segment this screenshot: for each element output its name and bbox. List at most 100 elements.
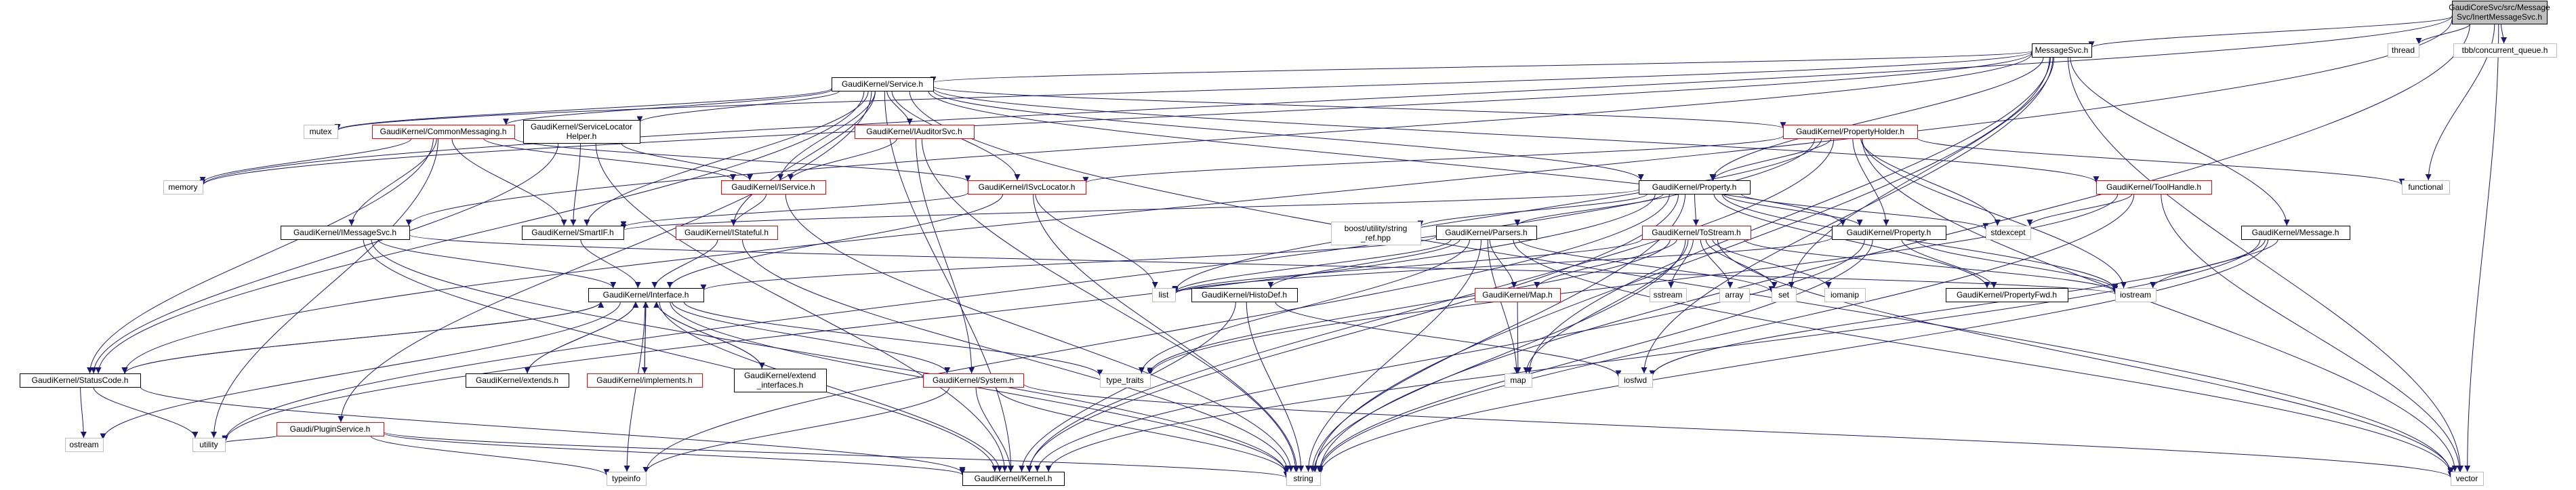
node-stdexcept: stdexcept [1986, 226, 2031, 240]
node-thread: thread [2388, 43, 2419, 58]
edge-property-to-stdexcept [1740, 193, 1989, 230]
edge-imessagesvc-to-kernel [363, 239, 998, 472]
node-iostream-box [2115, 288, 2156, 302]
node-smartif-label: GaudiKernel/SmartIF.h [531, 228, 613, 237]
node-propholder[interactable]: GaudiKernel/PropertyHolder.h [1783, 125, 1918, 139]
node-system-label: GaudiKernel/System.h [933, 375, 1014, 385]
node-istateful-box [676, 226, 778, 240]
node-vector: vector [2451, 472, 2484, 486]
node-toolhandle-box [2096, 180, 2212, 195]
edge-toolhandle-to-stdexcept [2026, 193, 2133, 226]
node-sstream-label: sstream [1654, 290, 1683, 300]
node-service[interactable]: GaudiKernel/Service.h [832, 77, 934, 91]
node-stringref-box [1331, 222, 1421, 245]
node-message[interactable]: GaudiKernel/Message.h [2241, 226, 2350, 240]
node-property[interactable]: GaudiKernel/Property.h [1639, 180, 1751, 195]
node-functional: functional [2402, 180, 2450, 195]
node-gkmap[interactable]: GaudiKernel/Map.h [1475, 288, 1561, 302]
node-isvclocator-label: GaudiKernel/ISvcLocator.h [979, 182, 1076, 192]
node-kernel-label: GaudiKernel/Kernel.h [975, 474, 1052, 483]
edge-tostream-to-vector [1717, 239, 2454, 474]
node-interface[interactable]: GaudiKernel/Interface.h [588, 288, 704, 302]
node-implements[interactable]: GaudiKernel/implements.h [587, 373, 703, 388]
node-auditorsvc[interactable]: GaudiKernel/IAuditorSvc.h [855, 125, 975, 139]
node-smartif[interactable]: GaudiKernel/SmartIF.h [522, 226, 624, 240]
node-stringref-label: _ref.hpp [1360, 233, 1391, 243]
edge-isvclocator-to-smartif [620, 192, 968, 228]
edge-commonmsg-to-statuscode [87, 138, 434, 374]
edge-parsers-to-histodef [1267, 239, 1460, 289]
node-propholder-box [1783, 125, 1918, 139]
edge-gkproperty-to-propertyfwd [1901, 239, 1997, 289]
edge-msgsvc-to-mutex [335, 51, 2032, 131]
node-commonmsg[interactable]: GaudiKernel/CommonMessaging.h [372, 125, 515, 139]
edge-toolhandle-to-string [1317, 193, 2135, 473]
edge-message-to-iosfwd [1649, 239, 2266, 377]
edge-parsers-to-vector [1513, 239, 2454, 474]
node-iomanip-label: iomanip [1831, 290, 1859, 300]
node-pluginsvc[interactable]: Gaudi/PluginService.h [277, 422, 384, 436]
edge-interface-to-kernel [659, 301, 1003, 472]
node-extendif-label: _interfaces.h [756, 380, 804, 390]
edge-message-to-string [1317, 239, 2269, 474]
node-gkproperty[interactable]: GaudiKernel/Property.h [1832, 226, 1946, 240]
node-toolhandle[interactable]: GaudiKernel/ToolHandle.h [2096, 180, 2212, 195]
edge-service-to-toolhandle [933, 87, 2100, 183]
node-imessagesvc[interactable]: GaudiKernel/IMessageSvc.h [281, 226, 410, 240]
edge-service-to-propholder [933, 86, 1786, 129]
node-iservice[interactable]: GaudiKernel/IService.h [721, 180, 826, 195]
edge-gkproperty-to-list [1172, 237, 1833, 294]
edge-property-to-utility [222, 193, 1656, 442]
edge-imessagesvc-to-string [371, 239, 1290, 474]
node-parsers[interactable]: GaudiKernel/Parsers.h [1436, 226, 1537, 240]
edge-interface-to-string [670, 301, 1290, 474]
node-typeinfo-box [607, 472, 647, 486]
node-iosfwd-box [1618, 373, 1653, 388]
edge-svclochelper-to-iservice [621, 142, 753, 181]
node-mutex: mutex [304, 125, 338, 139]
node-toolhandle-label: GaudiKernel/ToolHandle.h [2106, 182, 2201, 192]
edge-tostream-to-sstream [1668, 239, 1694, 289]
node-istateful[interactable]: GaudiKernel/IStateful.h [676, 226, 778, 240]
edge-service-to-property [933, 90, 1644, 181]
node-array-box [1719, 288, 1750, 302]
edge-statuscode-to-interface [124, 301, 605, 374]
node-set-label: set [1778, 290, 1790, 300]
edge-msgsvc-to-vector [2067, 56, 2464, 472]
edge-tostream-to-typetraits [1147, 239, 1671, 374]
edge-isvclocator-to-interface [666, 193, 1004, 289]
node-iomanip: iomanip [1824, 288, 1866, 302]
node-statuscode[interactable]: GaudiKernel/StatusCode.h [20, 373, 141, 388]
node-thread-label: thread [2392, 45, 2415, 55]
edge-interface-to-typetraits [683, 301, 1103, 376]
node-histodef[interactable]: GaudiKernel/HistoDef.h [1191, 288, 1298, 302]
node-stringref: boost/utility/string_ref.hpp [1331, 222, 1421, 245]
node-propertyfwd[interactable]: GaudiKernel/PropertyFwd.h [1946, 288, 2068, 302]
node-system[interactable]: GaudiKernel/System.h [923, 373, 1024, 388]
node-gkproperty-box [1832, 226, 1946, 240]
node-extendif[interactable]: GaudiKernel/extend_interfaces.h [734, 369, 827, 392]
edge-propholder-to-stdexcept [1860, 138, 2001, 226]
node-tostream[interactable]: GaudiKernel/ToStream.h [1642, 226, 1751, 240]
node-string-box [1286, 472, 1321, 486]
edge-toolhandle-to-typetraits [1147, 193, 2119, 376]
edge-svclochelper-to-kernel [595, 142, 1008, 472]
node-histodef-label: GaudiKernel/HistoDef.h [1202, 290, 1287, 300]
node-gkmap-box [1475, 288, 1561, 302]
node-root[interactable]: GaudiCoreSvc/src/MessageSvc/InertMessage… [2449, 1, 2550, 24]
node-extends[interactable]: GaudiKernel/extends.h [466, 373, 569, 388]
node-set-box [1772, 288, 1797, 302]
node-isvclocator[interactable]: GaudiKernel/ISvcLocator.h [968, 180, 1086, 195]
node-typeinfo: typeinfo [607, 472, 647, 486]
edge-root-to-msgsvc [2088, 16, 2453, 48]
edge-interface-to-system [671, 301, 951, 374]
node-propertyfwd-label: GaudiKernel/PropertyFwd.h [1957, 290, 2057, 300]
node-kernel[interactable]: GaudiKernel/Kernel.h [962, 472, 1065, 486]
node-msgsvc[interactable]: MessageSvc.h [2032, 43, 2092, 58]
node-property-label: GaudiKernel/Property.h [1652, 182, 1737, 192]
edge-parsers-to-set [1518, 239, 1775, 293]
node-pluginsvc-box [277, 422, 384, 436]
edge-tostream-to-set [1705, 239, 1778, 289]
